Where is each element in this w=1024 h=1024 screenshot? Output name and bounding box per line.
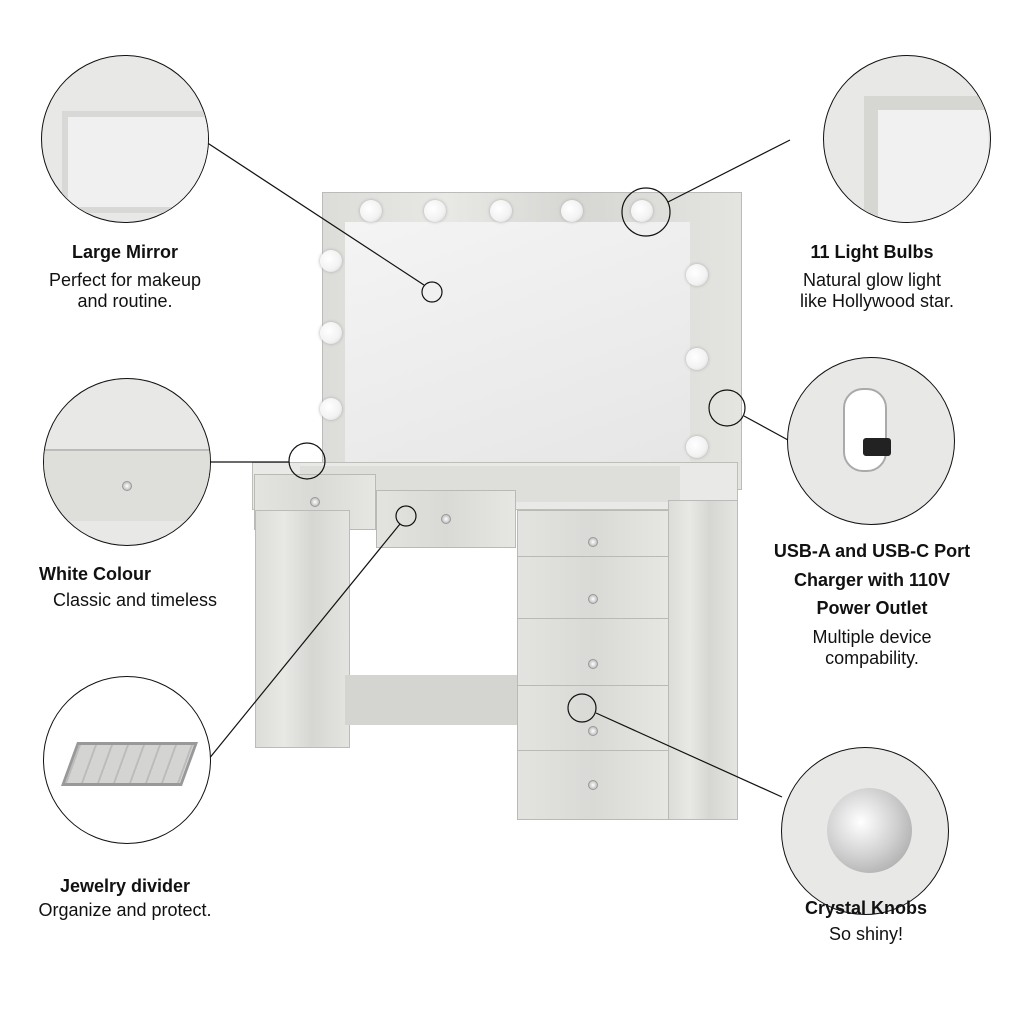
feature-desc: Multiple device xyxy=(812,627,932,647)
feature-title: 11 Light Bulbs xyxy=(810,242,934,262)
usb-outlet-detail-image xyxy=(787,357,955,525)
feature-desc: like Hollywood star. xyxy=(799,291,955,311)
feature-desc: Perfect for makeup xyxy=(48,270,202,290)
feature-title: Large Mirror xyxy=(71,242,179,262)
crystal-knob-detail-image xyxy=(781,747,949,915)
white-colour-detail-image xyxy=(43,378,211,546)
feature-title: Jewelry divider xyxy=(59,876,191,896)
back-panel xyxy=(345,675,517,725)
feature-desc: and routine. xyxy=(77,291,173,311)
feature-desc: Natural glow light xyxy=(802,270,942,290)
feature-title: White Colour xyxy=(39,564,151,584)
feature-title: USB-A and USB-C Port xyxy=(773,541,971,561)
light-bulbs-detail-image xyxy=(823,55,991,223)
mirror-glass xyxy=(345,222,690,462)
mirror-detail-image xyxy=(41,55,209,223)
jewelry-divider-detail-image xyxy=(43,676,211,844)
feature-desc: Organize and protect. xyxy=(38,900,212,920)
feature-title: Power Outlet xyxy=(816,598,928,618)
feature-desc: Classic and timeless xyxy=(52,590,218,610)
top-drawer-center xyxy=(376,490,516,548)
feature-desc: compability. xyxy=(825,648,919,668)
left-leg xyxy=(255,510,350,748)
feature-title: Crystal Knobs xyxy=(804,898,928,918)
feature-title: Charger with 110V xyxy=(793,570,951,590)
feature-desc: So shiny! xyxy=(828,924,904,944)
